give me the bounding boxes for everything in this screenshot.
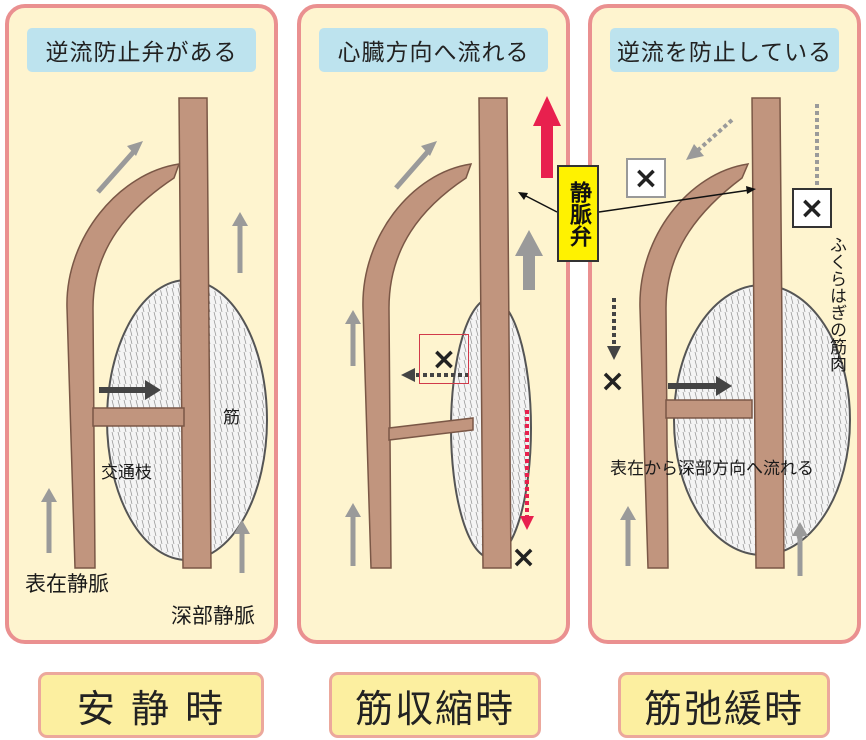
venous-valve-callout: 静脈弁 (557, 165, 599, 262)
footer-relaxation: 筋弛緩時 (618, 672, 830, 738)
footer-rest: 安 静 時 (38, 672, 264, 738)
footer-contraction: 筋収縮時 (329, 672, 541, 738)
